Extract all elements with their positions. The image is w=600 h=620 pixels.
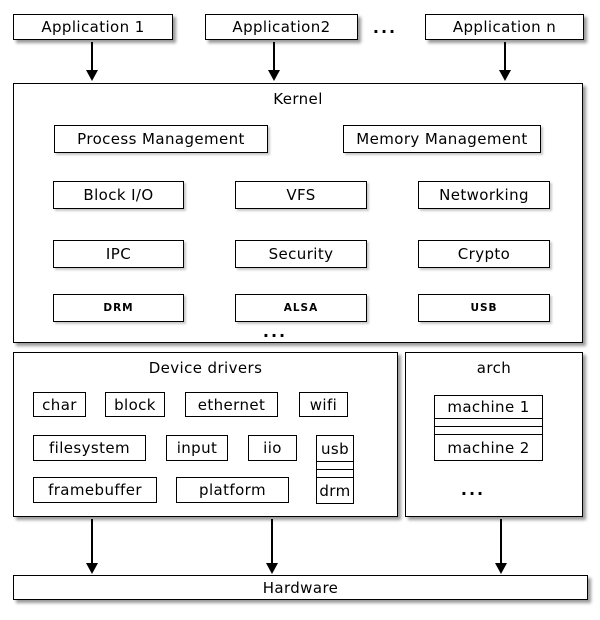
framebuffer-driver-label: framebuffer [48,481,142,499]
machine-1-label: machine 1 [447,398,530,416]
application-2-label: Application2 [232,18,331,36]
arrow-shaft [271,519,273,564]
machine-2-row: machine 2 [435,435,542,460]
iio-driver-box: iio [248,435,297,461]
filesystem-driver-label: filesystem [48,439,131,457]
application-1-label: Application 1 [41,18,145,36]
kernel-panel: Kernel Process Management Memory Managem… [13,83,583,343]
down-arrow-drivers-left-to-hardware [86,519,98,574]
empty-stack-row [435,419,542,427]
alsa-box: ALSA [235,294,367,322]
arch-panel: arch machine 1 machine 2 ... [405,352,583,517]
down-arrow-drivers-right-to-hardware [266,519,278,574]
wifi-driver-box: wifi [299,392,348,417]
process-management-label: Process Management [77,130,245,148]
machine-2-label: machine 2 [447,438,530,457]
empty-stack-row [317,470,353,478]
arrow-shaft [91,42,93,71]
block-io-box: Block I/O [53,181,184,209]
arrow-shaft [91,519,93,564]
usb-subsystem-box: USB [418,294,550,322]
usb-driver-row: usb [317,436,353,462]
char-driver-label: char [42,395,77,414]
arrow-head-icon [266,563,278,574]
down-arrow-app1-to-kernel [86,42,98,81]
ethernet-driver-label: ethernet [197,395,266,414]
arrow-head-icon [499,70,511,81]
drm-driver-label: drm [319,481,351,500]
iio-driver-label: iio [263,439,282,457]
alsa-label: ALSA [283,302,319,314]
device-drivers-panel: Device drivers char block ethernet wifi … [13,352,398,517]
networking-box: Networking [418,181,550,209]
arrow-head-icon [268,70,280,81]
input-driver-box: input [166,435,228,461]
security-box: Security [235,240,367,268]
application-2-box: Application2 [205,14,358,40]
memory-management-box: Memory Management [343,125,541,153]
block-driver-box: block [105,392,165,417]
drm-box: DRM [53,294,184,322]
arrow-shaft [500,519,502,564]
block-io-label: Block I/O [83,186,154,204]
vfs-label: VFS [286,186,316,204]
crypto-label: Crypto [457,245,511,263]
crypto-box: Crypto [418,240,550,268]
drm-label: DRM [103,302,134,314]
block-driver-label: block [114,395,156,414]
usb-drm-driver-stack: usb drm [316,435,354,504]
ipc-box: IPC [53,240,184,268]
wifi-driver-label: wifi [309,395,338,414]
drm-driver-row: drm [317,478,353,503]
empty-stack-row [435,427,542,435]
hardware-box: Hardware [13,575,588,600]
networking-label: Networking [439,186,529,204]
arch-title: arch [476,359,512,377]
hardware-label: Hardware [262,578,339,597]
kernel-title: Kernel [273,90,323,108]
application-1-box: Application 1 [13,14,173,40]
usb-subsystem-label: USB [470,302,498,314]
security-label: Security [268,245,334,263]
applications-ellipsis: ... [372,17,398,37]
char-driver-box: char [33,392,86,417]
arrow-shaft [273,42,275,71]
empty-stack-row [317,462,353,470]
process-management-box: Process Management [54,125,268,153]
kernel-ellipsis: ... [262,321,288,341]
arrow-shaft [504,42,506,71]
platform-driver-label: platform [199,481,266,499]
machine-1-row: machine 1 [435,396,542,419]
vfs-box: VFS [235,181,367,209]
arrow-head-icon [86,563,98,574]
input-driver-label: input [176,439,218,457]
down-arrow-arch-to-hardware [495,519,507,574]
usb-driver-label: usb [320,439,350,458]
platform-driver-box: platform [176,477,289,503]
down-arrow-appn-to-kernel [499,42,511,81]
ipc-label: IPC [105,245,132,263]
device-drivers-title: Device drivers [148,359,263,377]
filesystem-driver-box: filesystem [33,435,146,461]
arrow-head-icon [86,70,98,81]
memory-management-label: Memory Management [356,130,528,148]
ethernet-driver-box: ethernet [185,392,278,417]
down-arrow-app2-to-kernel [268,42,280,81]
application-n-box: Application n [425,14,584,40]
arch-ellipsis: ... [460,479,486,499]
arrow-head-icon [495,563,507,574]
framebuffer-driver-box: framebuffer [33,477,157,503]
application-n-label: Application n [452,18,557,36]
machine-stack: machine 1 machine 2 [434,395,543,461]
